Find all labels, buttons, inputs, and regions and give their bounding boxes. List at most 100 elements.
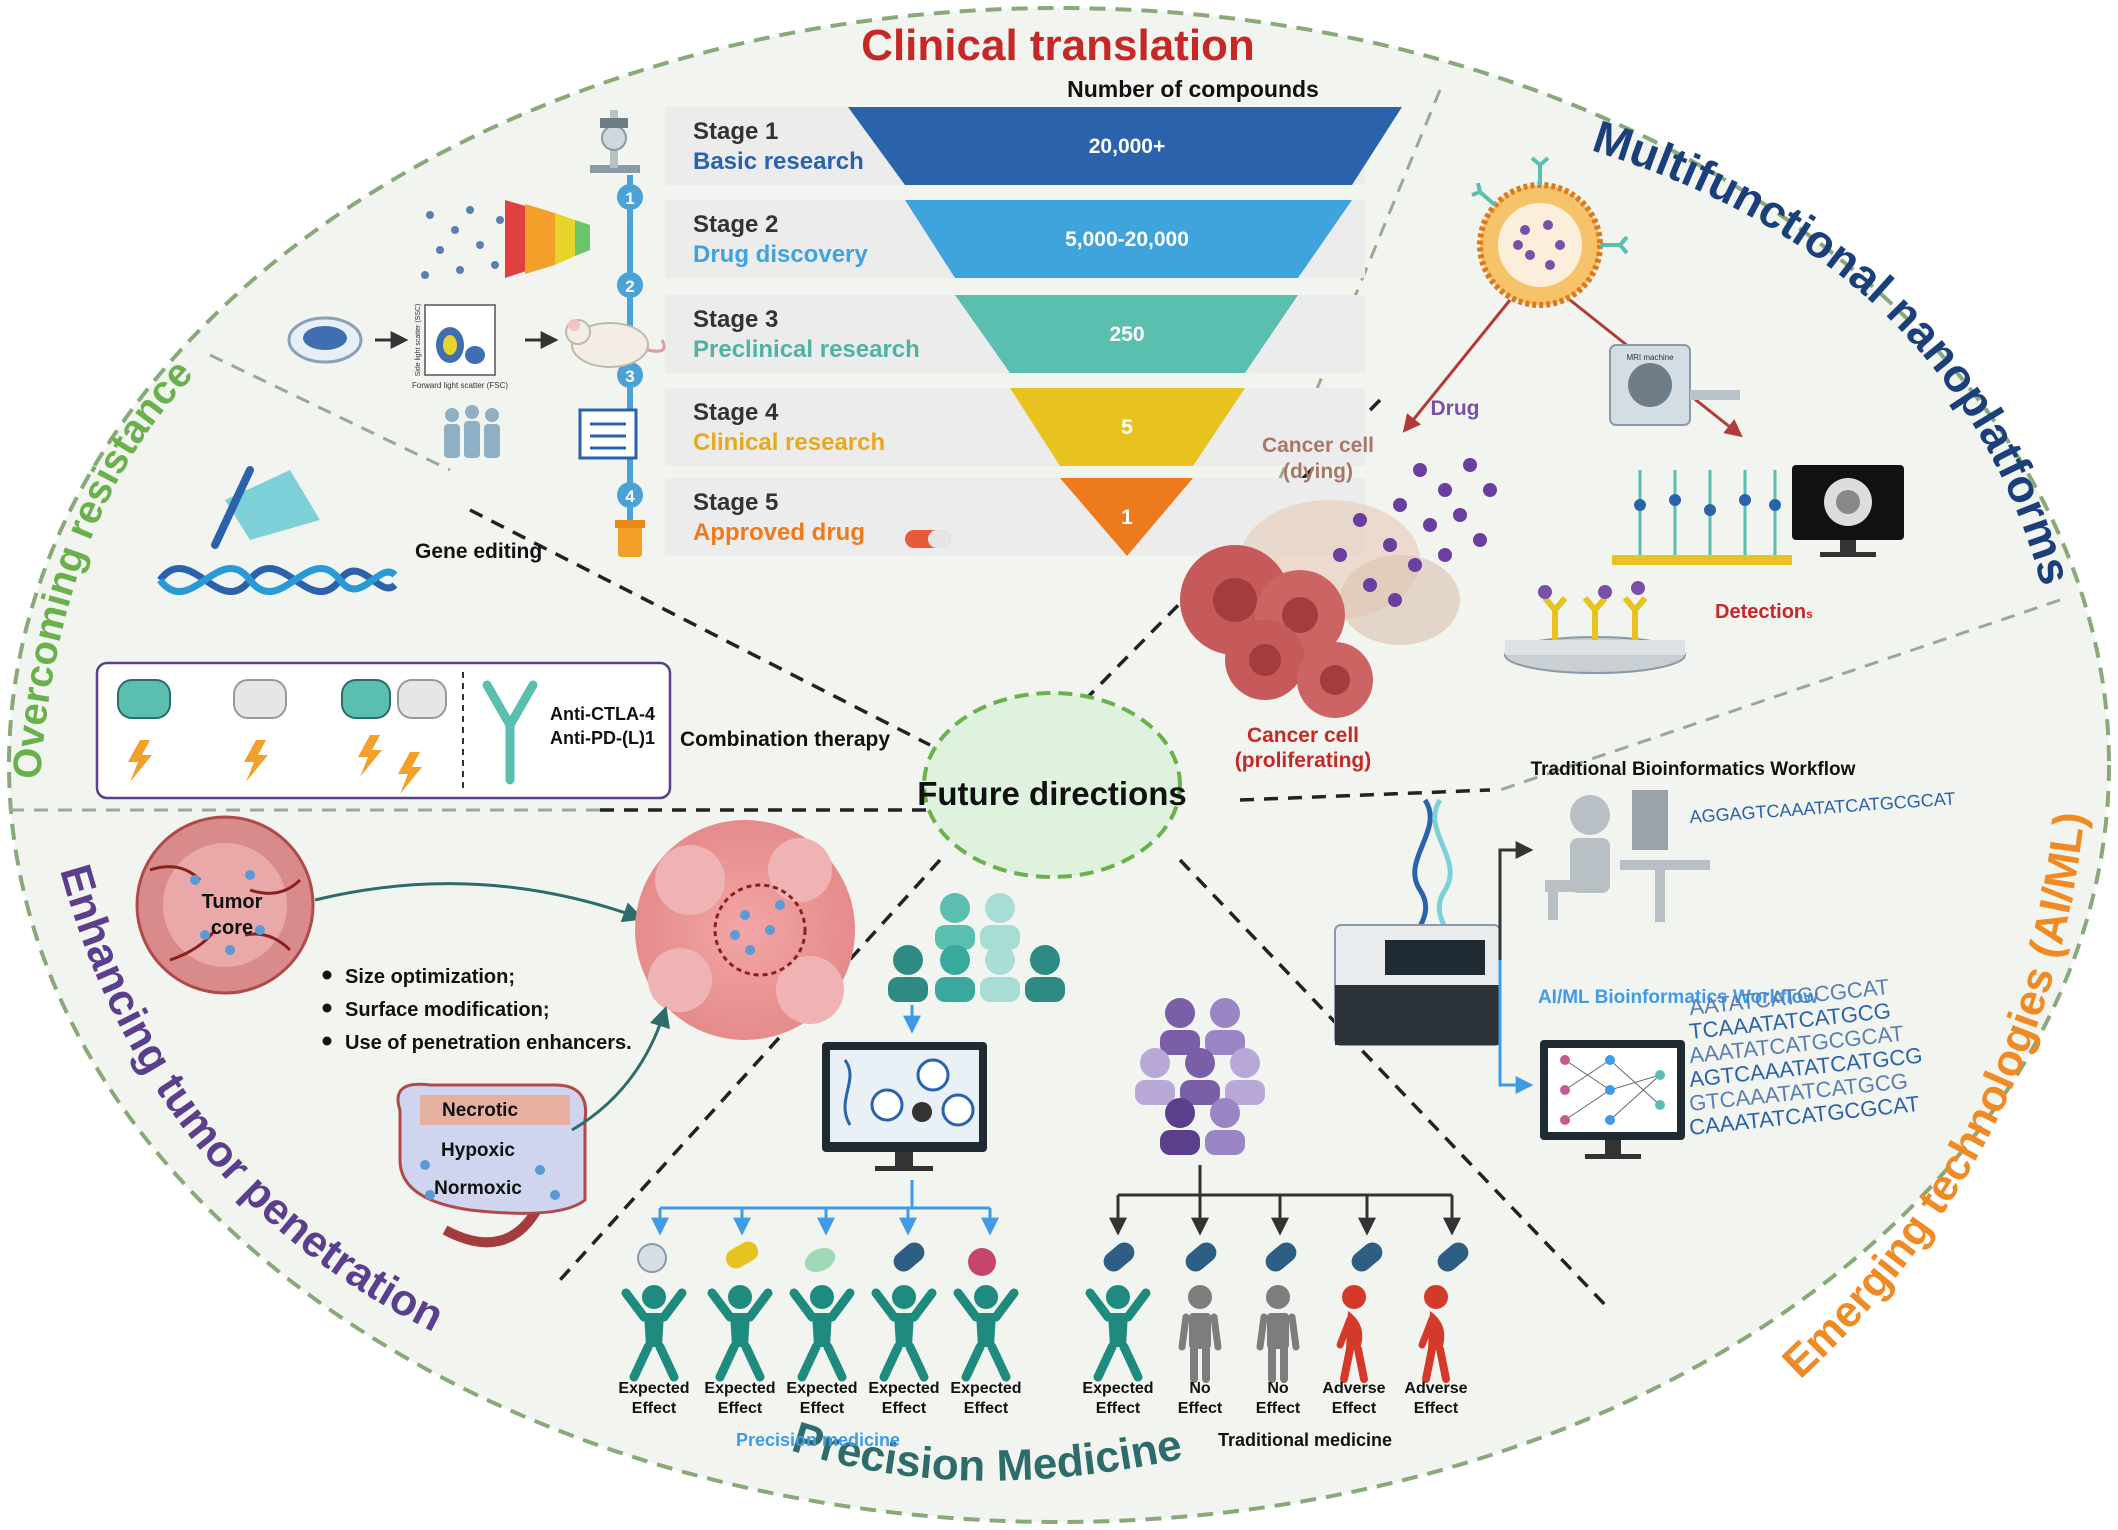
microscope-icon (590, 110, 640, 173)
svg-text:3: 3 (625, 367, 634, 386)
number-of-compounds-label: Number of compounds (1067, 76, 1319, 102)
flow-cytometry-plot: Forward light scatter (FSC) Side light s… (412, 304, 508, 390)
title-clinical-translation: Clinical translation (861, 21, 1255, 70)
cancer-cell-proliferating-label-1: Cancer cell (1247, 724, 1359, 747)
traditional-effect-label-2-line-1: No (1189, 1380, 1211, 1397)
monitor-scan-icon (1792, 465, 1904, 557)
penetrated-tumor-icon (635, 820, 855, 1040)
traditional-figure-4 (1336, 1285, 1368, 1383)
precision-profile-monitor-icon (822, 1042, 987, 1171)
stage-name-label-4: Clinical research (693, 429, 885, 456)
zone-necrotic: Necrotic (442, 1100, 518, 1121)
svg-text:2: 2 (625, 277, 634, 296)
person-at-computer-icon (1545, 790, 1710, 922)
precision-effect-label-2-line-1: Expected (704, 1380, 775, 1397)
stage-compound-count-4: 5 (1121, 416, 1133, 439)
step-number-3: 3 (617, 362, 643, 388)
step-number-4: 4 (617, 482, 643, 508)
stage-number-label-4: Stage 4 (693, 399, 779, 426)
precision-medicine-label: Precision medicine (736, 1430, 900, 1450)
precision-effect-label-5-line-1: Expected (950, 1380, 1021, 1397)
tumor-zones-icon: Necrotic Hypoxic Normoxic (396, 1082, 588, 1248)
patient-group-teal-icon (888, 893, 1065, 1002)
gene-editing-icon (157, 466, 398, 595)
svg-text:4: 4 (625, 487, 635, 506)
traditional-effect-label-1-line-2: Effect (1096, 1400, 1141, 1417)
precision-figure-5 (953, 1285, 1019, 1382)
clinical-report-icon (578, 408, 638, 460)
stage-number-label-3: Stage 3 (693, 306, 778, 333)
tumor-core-label-2: core (211, 917, 253, 939)
stage-funnel-segment-2 (905, 200, 1352, 278)
precision-effect-label-1-line-1: Expected (618, 1380, 689, 1397)
precision-drug-icons (637, 1241, 996, 1276)
traditional-effect-label-5-line-2: Effect (1414, 1400, 1459, 1417)
traditional-effect-label-4-line-2: Effect (1332, 1400, 1377, 1417)
precision-figure-1 (621, 1285, 687, 1382)
flow-x-axis-label: Forward light scatter (FSC) (412, 381, 508, 390)
zone-normoxic: Normoxic (434, 1178, 522, 1199)
lightning-icons (128, 735, 422, 794)
capsule-icon-teal (117, 679, 171, 719)
precision-branch-lines (651, 1180, 999, 1236)
precision-effect-label-2-line-2: Effect (718, 1400, 763, 1417)
center-circle (922, 691, 1182, 879)
mri-machine-icon: MRI machine (1609, 344, 1740, 426)
drug-label: Drug (1431, 397, 1480, 420)
traditional-effect-label-1-line-1: Expected (1082, 1380, 1153, 1397)
stage-name-label-2: Drug discovery (693, 241, 868, 268)
stage-number-label-2: Stage 2 (693, 211, 778, 238)
precision-figure-2 (707, 1285, 773, 1382)
traditional-drug-icons (1103, 1242, 1469, 1272)
screening-funnel-icon (505, 200, 590, 278)
cancer-cell-dying-label-1: Cancer cell (1262, 434, 1374, 457)
neural-network-monitor-icon (1540, 1040, 1685, 1159)
stage-funnel-segment-3 (955, 295, 1298, 373)
center-dividers (469, 398, 1612, 1312)
compound-library-icon (421, 206, 504, 279)
step-number-2: 2 (617, 272, 643, 298)
detections-label: Detections (1715, 601, 1813, 623)
patients-icon (444, 405, 500, 458)
zone-hypoxic: Hypoxic (441, 1140, 515, 1161)
biosensor-platform-icon (1504, 581, 1686, 674)
traditional-workflow-label: Traditional Bioinformatics Workflow (1531, 759, 1856, 780)
precision-effect-label-1-line-2: Effect (632, 1400, 677, 1417)
precision-effect-label-5-line-2: Effect (964, 1400, 1009, 1417)
penetration-bullets: Size optimization; Surface modification;… (322, 966, 632, 1054)
traditional-effect-label-4-line-1: Adverse (1322, 1380, 1385, 1397)
traditional-effect-label-3-line-1: No (1267, 1380, 1289, 1397)
stage-number-label-5: Stage 5 (693, 489, 778, 516)
precision-effect-label-4-line-2: Effect (882, 1400, 927, 1417)
cancer-cell-dying-label-2: (dying) (1283, 460, 1353, 483)
tumor-core-icon: Tumor core (135, 815, 315, 995)
precision-figure-4 (871, 1285, 937, 1382)
traditional-figure-3 (1256, 1285, 1300, 1383)
petri-dish-icon (287, 316, 363, 364)
stage-funnel-segment-5 (1060, 478, 1193, 556)
gene-editing-label: Gene editing (415, 540, 542, 563)
flow-y-axis-label: Side light scatter (SSC) (415, 304, 422, 377)
traditional-branch-lines (1109, 1165, 1461, 1236)
traditional-effect-label-2-line-2: Effect (1178, 1400, 1223, 1417)
svg-text:1: 1 (625, 189, 634, 208)
stage-compound-count-3: 250 (1109, 323, 1144, 346)
stage-name-label-1: Basic research (693, 148, 864, 175)
capsule-icon-white (233, 679, 287, 719)
cancer-cell-proliferating-label-2: (proliferating) (1235, 749, 1372, 772)
stage-row-4 (665, 388, 1365, 466)
pipeline-icons: 1 2 3 4 (287, 110, 666, 557)
tumor-core-label-1: Tumor (202, 891, 263, 913)
step-number-1: 1 (617, 184, 643, 210)
bullet-size-optimization: Size optimization; (345, 966, 515, 988)
combination-box: Anti-CTLA-4 Anti-PD-(L)1 (95, 661, 672, 800)
combination-therapy-label: Combination therapy (680, 728, 890, 751)
precision-figure-3 (789, 1285, 855, 1382)
stage-name-label-5: Approved drug (693, 519, 865, 546)
pill-bottle-icon (615, 520, 645, 557)
mri-label: MRI machine (1626, 353, 1674, 362)
mouse-icon (565, 319, 666, 368)
